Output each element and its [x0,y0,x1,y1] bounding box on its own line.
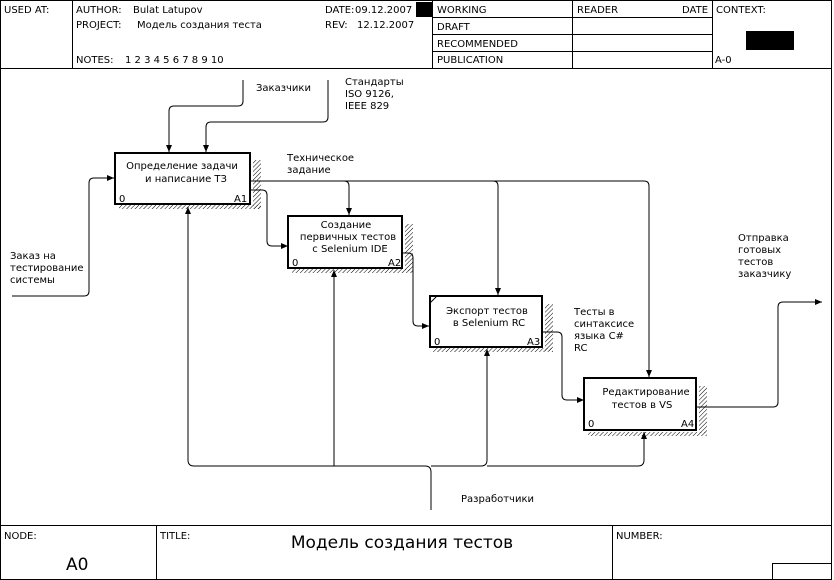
svg-text:синтаксисе: синтаксисе [574,319,634,330]
arrow-send [696,299,822,408]
rev-value: 12.12.2007 [357,20,414,31]
label-tech-task: Техническое задание [286,153,354,176]
context-node: A-0 [715,55,732,66]
arrow-customers [166,80,244,152]
footer-frame [0,525,832,580]
number-label: NUMBER: [616,531,663,542]
reader-date-label: DATE [682,5,708,16]
box-a2-line2: первичных тестов [300,232,396,243]
author-label: AUTHOR: [76,5,122,16]
arrows [12,80,822,510]
box-a4-node: A4 [681,419,694,430]
diagram-title: Модель создания тестов [291,533,513,553]
project-value: Модель создания теста [137,20,262,31]
box-a3[interactable]: Экспорт тестов в Selenium RC 0 A3 [429,295,553,352]
box-a3-line1: Экспорт тестов [446,306,528,317]
arrow-tech-task-a2 [343,180,352,215]
label-tests-cs: Тесты в синтаксисе языка C# RC [573,307,634,354]
working-status-marker [416,2,432,17]
reader-label: READER [577,5,618,16]
box-a3-line2: в Selenium RC [453,318,525,329]
project-label: PROJECT: [76,20,121,31]
rev-label: REV: [325,20,348,31]
svg-text:Заказ на: Заказ на [10,251,56,262]
svg-text:системы: системы [10,275,55,286]
box-a2[interactable]: Создание первичных тестов с Selenium IDE… [287,215,413,273]
arrow-a3-a4 [542,331,584,403]
box-a2-cost: 0 [292,258,298,269]
status-recommended: RECOMMENDED [437,39,518,50]
arrow-tech-task-a3 [492,180,501,295]
node-label: NODE: [4,531,37,542]
label-developers: Разработчики [461,494,534,505]
svg-text:Стандарты: Стандарты [345,77,404,88]
box-a1-cost: 0 [119,194,125,205]
date-value: 09.12.2007 [355,5,412,16]
label-standards: Стандарты ISO 9126, IEEE 829 [345,77,404,112]
label-order: Заказ на тестирование системы [10,251,83,286]
svg-text:заказчику: заказчику [738,269,791,280]
node-value: A0 [66,555,88,575]
box-a4-line1: Редактирование [602,387,689,398]
svg-text:тестов: тестов [738,257,773,268]
title-label: TITLE: [159,531,190,542]
box-a2-line3: с Selenium IDE [312,244,387,255]
box-a1-node: A1 [234,194,247,205]
svg-text:IEEE 829: IEEE 829 [345,101,389,112]
svg-text:языка C#: языка C# [574,331,624,342]
arrow-order [12,175,114,297]
box-a2-node: A2 [388,258,401,269]
arrow-a1-a2 [250,189,288,249]
context-thumbnail [746,31,794,50]
date-label: DATE: [325,5,354,16]
svg-text:Отправка: Отправка [738,233,789,244]
arrow-developers-a1 [185,207,432,510]
box-a1[interactable]: Определение задачи и написание ТЗ 0 A1 [114,152,261,209]
svg-text:Тесты в: Тесты в [573,307,615,318]
box-a1-line1: Определение задачи [126,161,238,172]
box-a4-cost: 0 [588,419,594,430]
svg-text:готовых: готовых [738,245,781,256]
status-working: WORKING [437,5,486,16]
box-a3-node: A3 [527,337,540,348]
box-a1-line2: и написание ТЗ [145,174,227,185]
box-a4-line2: тестов в VS [612,400,673,411]
status-draft: DRAFT [437,22,471,33]
notes-label: NOTES: [76,55,114,66]
notes-value: 1 2 3 4 5 6 7 8 9 10 [125,55,224,66]
arrow-developers-a4 [487,432,647,467]
arrow-developers-a3 [431,349,490,467]
label-customers: Заказчики [256,83,311,94]
box-a3-cost: 0 [434,337,440,348]
arrow-tech-task [250,180,652,377]
svg-text:RC: RC [574,343,587,354]
author-value: Bulat Latupov [133,5,203,16]
box-a2-line1: Создание [321,220,372,231]
svg-text:Техническое: Техническое [286,153,354,164]
arrow-standards [203,80,329,152]
context-label: CONTEXT: [716,5,766,16]
svg-text:задание: задание [287,165,331,176]
used-at-label: USED AT: [4,5,49,16]
box-a4[interactable]: Редактирование тестов в VS 0 A4 [583,377,707,436]
status-publication: PUBLICATION [437,55,503,66]
label-send: Отправка готовых тестов заказчику [738,233,791,280]
svg-text:ISO 9126,: ISO 9126, [345,89,394,100]
svg-text:тестирование: тестирование [10,263,83,274]
